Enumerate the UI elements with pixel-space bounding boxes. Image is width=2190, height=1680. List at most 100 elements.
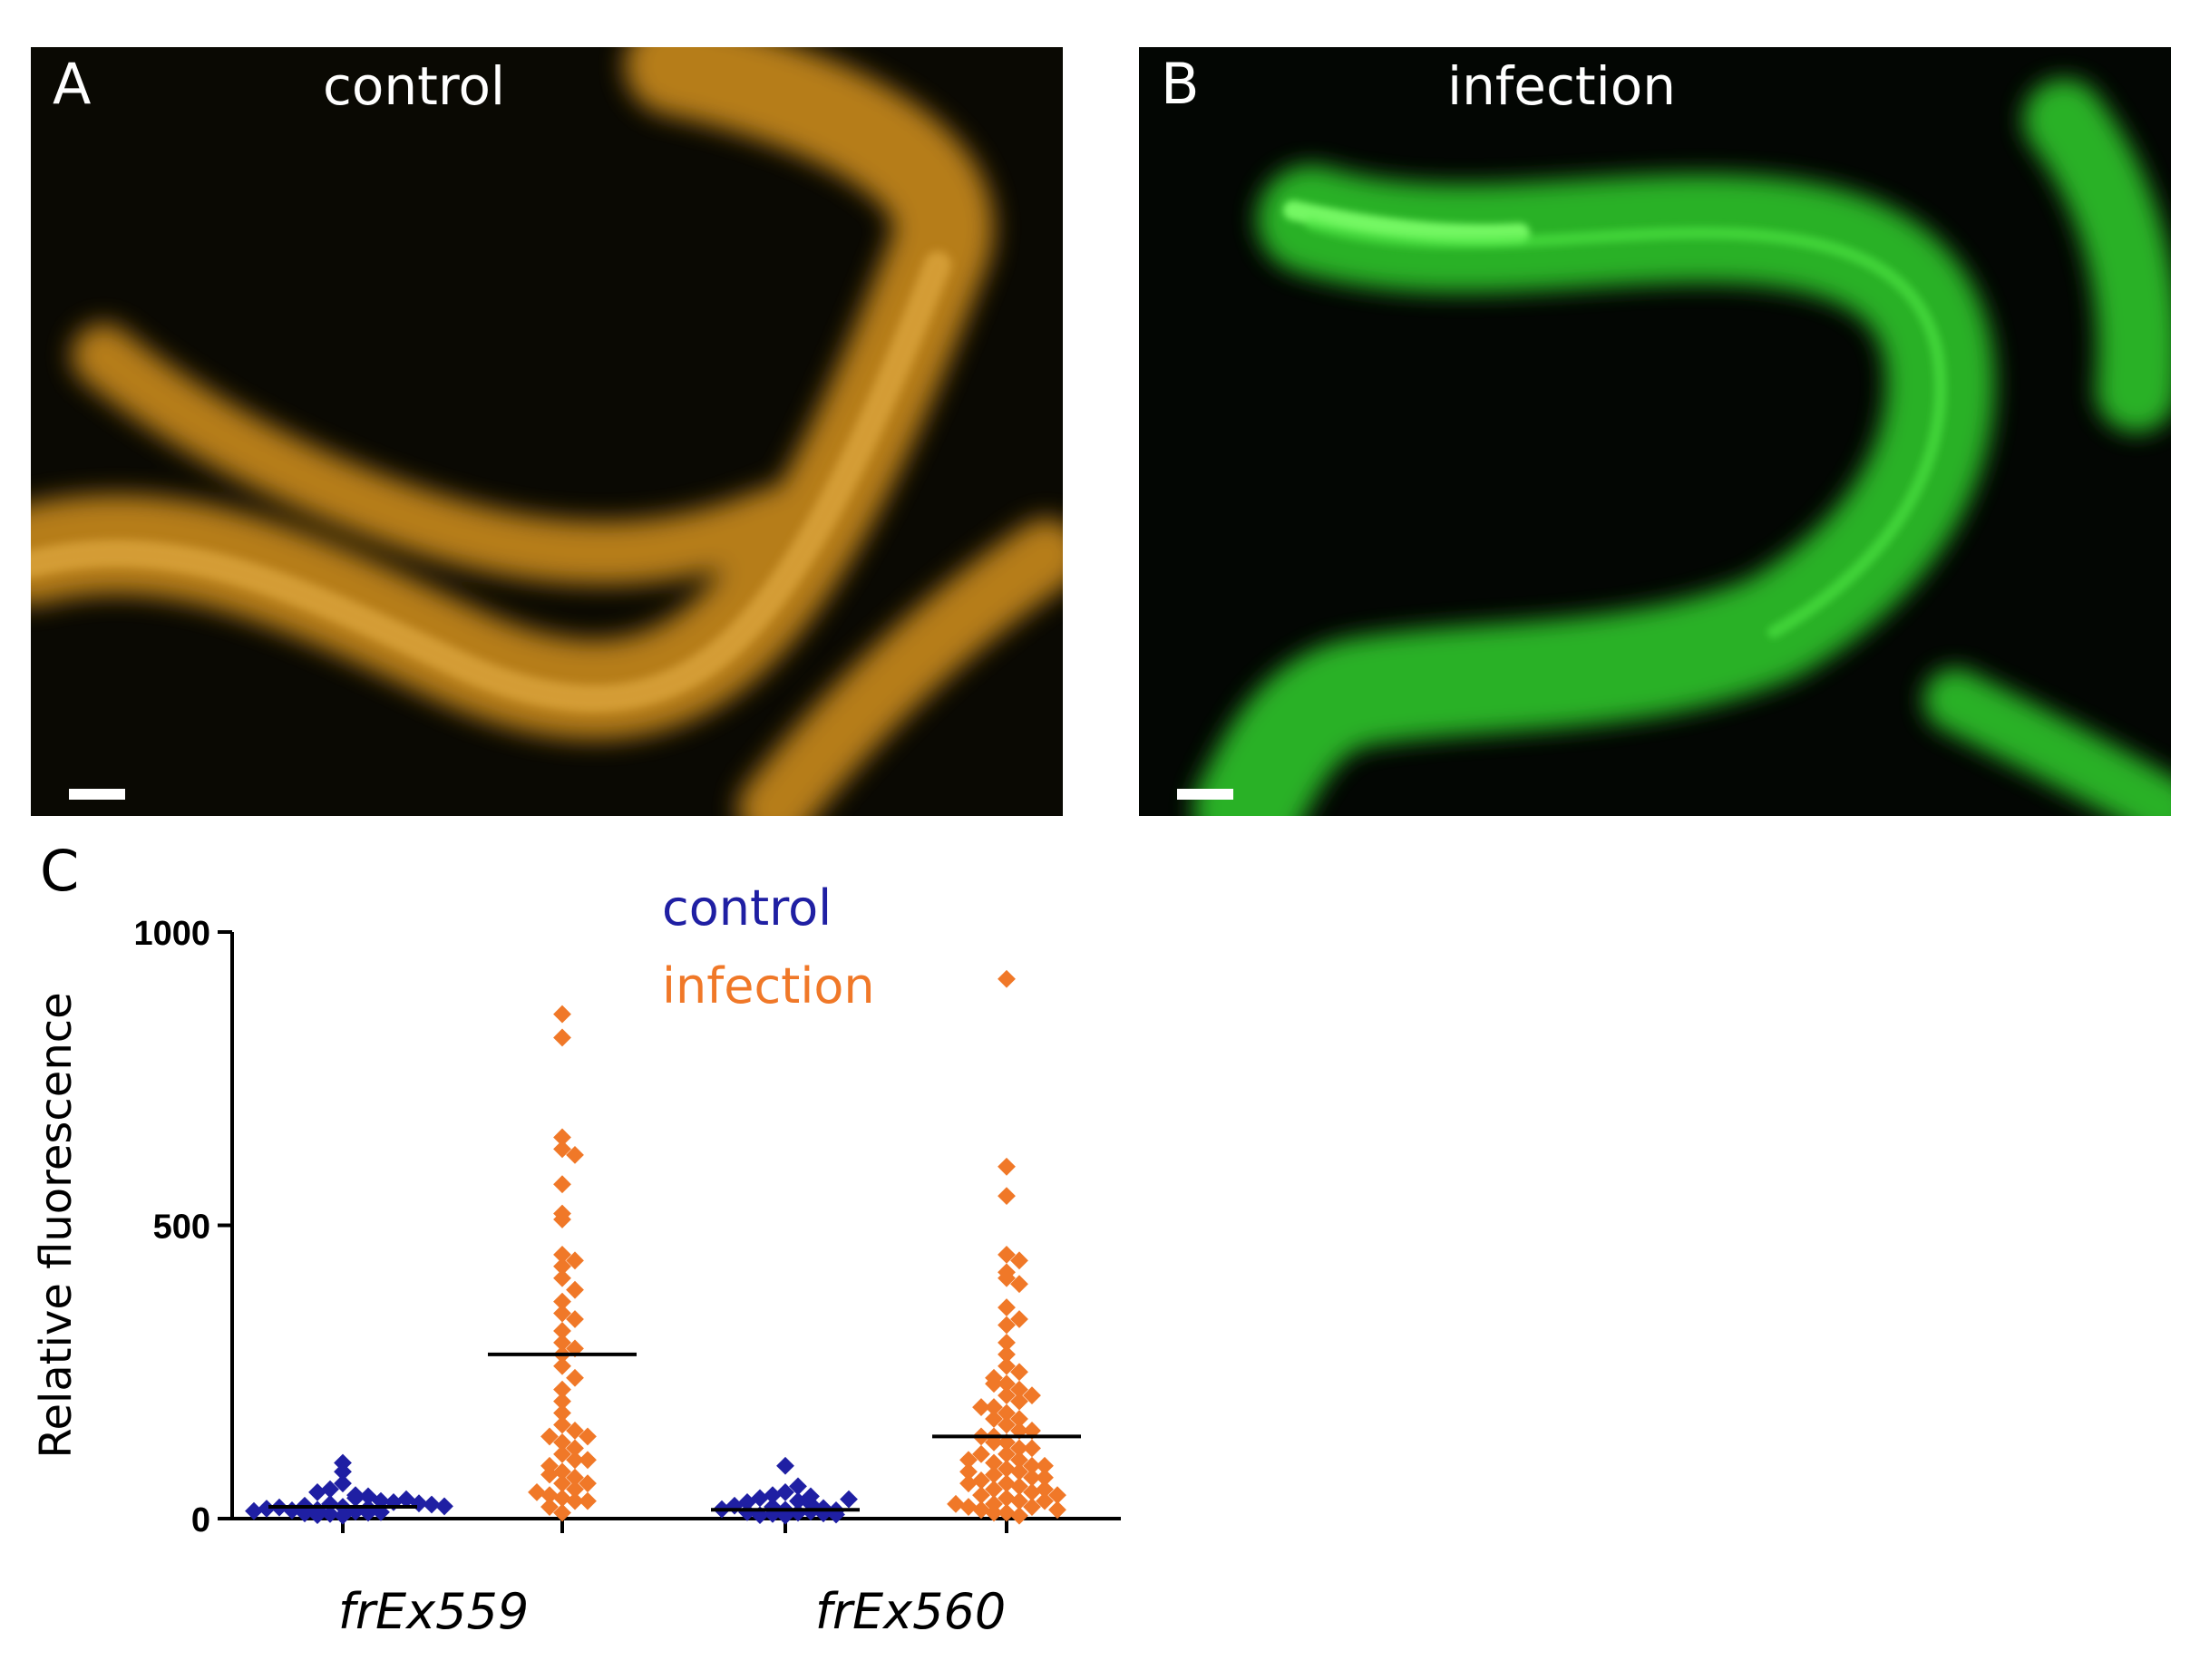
data-point — [1023, 1386, 1041, 1405]
data-point — [579, 1474, 597, 1493]
data-point — [1010, 1451, 1028, 1470]
data-point — [947, 1494, 965, 1513]
data-point — [1023, 1482, 1041, 1501]
x-category-label: frEx560 — [815, 1583, 1006, 1640]
chart-axes — [230, 932, 1121, 1520]
data-point — [553, 1175, 571, 1194]
panel-letter-c: C — [40, 838, 80, 904]
data-point — [579, 1491, 597, 1510]
panel-title-control: control — [323, 55, 506, 117]
data-point — [566, 1468, 584, 1487]
data-point — [985, 1465, 1003, 1484]
legend: control infection — [662, 879, 875, 1015]
y-tick-label: 500 — [153, 1209, 210, 1247]
data-point — [738, 1502, 756, 1521]
data-point — [998, 1157, 1016, 1176]
data-point — [553, 1403, 571, 1423]
data-point — [566, 1480, 584, 1499]
data-point — [1023, 1498, 1041, 1516]
data-point — [1010, 1462, 1028, 1481]
data-point — [553, 1268, 571, 1287]
data-point — [1023, 1439, 1041, 1458]
panel-letter-a: A — [53, 51, 92, 117]
data-point — [553, 1292, 571, 1311]
data-point — [528, 1482, 546, 1501]
data-point — [553, 1462, 571, 1481]
data-point — [423, 1495, 441, 1514]
data-point — [998, 1444, 1016, 1463]
data-point — [346, 1486, 365, 1505]
data-point — [998, 1489, 1016, 1508]
data-point — [553, 1380, 571, 1399]
data-point — [1036, 1480, 1054, 1499]
data-point — [1010, 1363, 1028, 1382]
data-point — [579, 1451, 597, 1470]
data-point — [998, 1415, 1016, 1434]
data-point — [959, 1474, 978, 1493]
data-point — [540, 1465, 559, 1484]
data-point — [566, 1422, 584, 1440]
data-point — [840, 1490, 858, 1509]
data-point — [985, 1374, 1003, 1394]
data-point — [1036, 1491, 1054, 1510]
panel-letter-b: B — [1161, 51, 1200, 117]
data-point — [359, 1487, 377, 1506]
data-point — [959, 1498, 978, 1516]
data-point — [553, 1005, 571, 1024]
y-axis-label: Relative fluorescence — [31, 992, 82, 1458]
data-point — [998, 1386, 1016, 1405]
data-point — [972, 1398, 990, 1416]
data-point — [566, 1368, 584, 1387]
data-point — [959, 1462, 978, 1481]
control-worm-image — [31, 47, 1063, 816]
data-point — [296, 1504, 314, 1523]
data-point — [540, 1498, 559, 1516]
data-point — [998, 1298, 1016, 1316]
data-point — [566, 1439, 584, 1458]
data-point — [1036, 1456, 1054, 1475]
data-point — [1010, 1380, 1028, 1399]
data-point — [553, 1140, 571, 1159]
data-point — [308, 1482, 326, 1501]
data-point — [1010, 1439, 1028, 1458]
data-point — [998, 1345, 1016, 1364]
micrograph-control-panel: A control — [31, 47, 1063, 816]
data-point — [972, 1500, 990, 1520]
data-point — [998, 1374, 1016, 1394]
mean-lines — [268, 1352, 1081, 1512]
data-point — [1010, 1410, 1028, 1428]
y-tick-label: 0 — [191, 1501, 210, 1539]
data-point — [776, 1456, 794, 1475]
data-point — [553, 1444, 571, 1463]
data-point — [566, 1491, 584, 1510]
infection-worm-image — [1139, 47, 2171, 816]
data-point — [1010, 1310, 1028, 1328]
data-point — [764, 1486, 782, 1505]
y-ticks: 0 500 1000 — [133, 915, 232, 1539]
y-tick-label: 1000 — [133, 915, 210, 953]
data-point — [972, 1444, 990, 1463]
data-point — [553, 1474, 571, 1493]
data-points — [245, 969, 1066, 1525]
data-point — [1036, 1468, 1054, 1487]
data-point — [321, 1480, 339, 1499]
data-point — [1010, 1275, 1028, 1294]
data-point — [1010, 1392, 1028, 1411]
data-point — [985, 1398, 1003, 1416]
data-point — [998, 969, 1016, 988]
data-point — [1048, 1486, 1066, 1505]
data-point — [540, 1427, 559, 1446]
data-point — [985, 1503, 1003, 1522]
data-point — [1010, 1477, 1028, 1496]
scale-bar — [1177, 789, 1233, 800]
data-point — [245, 1501, 263, 1520]
data-point — [998, 1356, 1016, 1375]
data-point — [802, 1487, 820, 1506]
data-point — [553, 1415, 571, 1434]
data-point — [334, 1462, 352, 1481]
data-point — [553, 1334, 571, 1352]
data-point — [1010, 1506, 1028, 1525]
data-point — [998, 1460, 1016, 1478]
data-point — [1023, 1456, 1041, 1475]
